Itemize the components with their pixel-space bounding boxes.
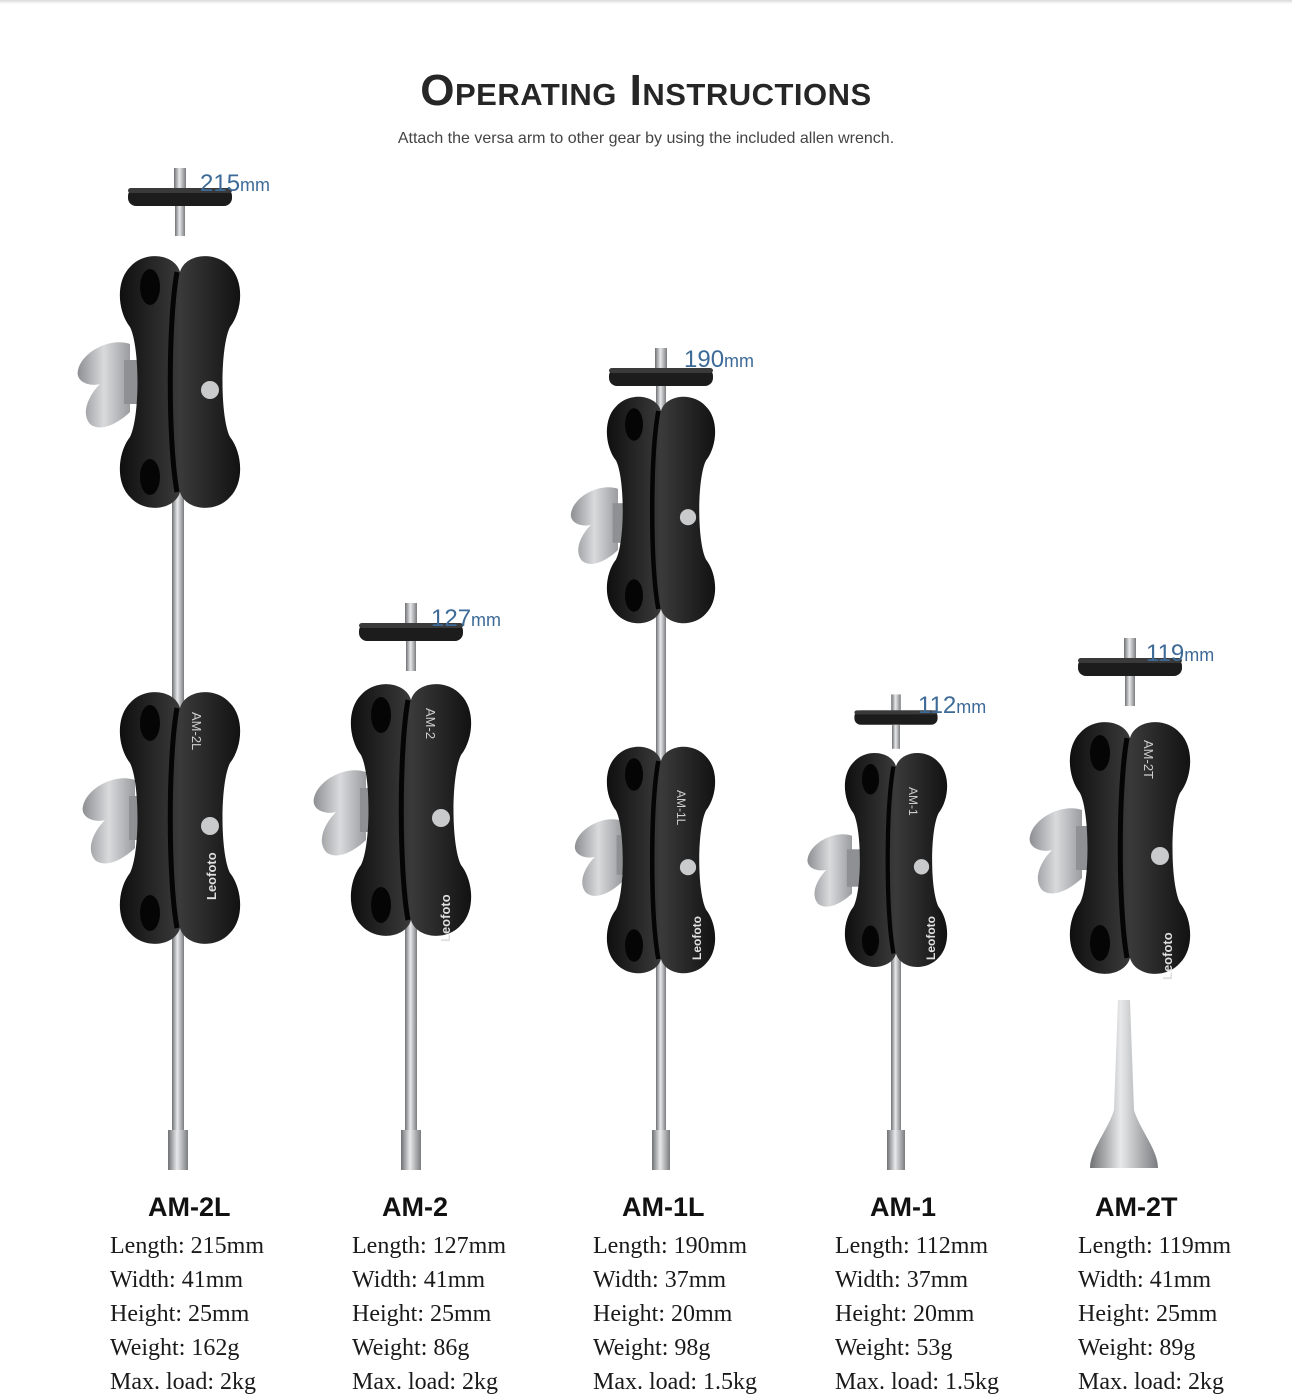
spec-length: Length: 190mm — [593, 1233, 747, 1259]
spec-width: Width: 37mm — [593, 1267, 727, 1293]
am-1-brand: Leofoto — [924, 916, 938, 960]
spec-height: Height: 20mm — [593, 1301, 733, 1327]
spec-width: Width: 37mm — [835, 1267, 969, 1293]
am-2t-specs: AM-2T Length: 119mm Width: 41mm Height: … — [1078, 1192, 1292, 1399]
spec-height: Height: 25mm — [352, 1301, 492, 1327]
am-2l-length-label: 215mm — [200, 170, 271, 197]
am-1l-illustration — [570, 348, 715, 1170]
spec-max-load: Max. load: 2kg — [1078, 1369, 1224, 1395]
model-name: AM-2T — [1095, 1192, 1178, 1222]
spec-width: Width: 41mm — [352, 1267, 486, 1293]
am-2-length-label: 127mm — [431, 605, 502, 632]
model-name: AM-1L — [622, 1192, 705, 1222]
am-1-specs: AM-1 Length: 112mm Width: 37mm Height: 2… — [835, 1192, 1075, 1399]
am-2-specs: AM-2 Length: 127mm Width: 41mm Height: 2… — [352, 1192, 592, 1399]
am-1-illustration — [807, 694, 947, 1170]
spec-max-load: Max. load: 2kg — [352, 1369, 498, 1395]
spec-weight: Weight: 162g — [110, 1335, 240, 1361]
am-2l-engraving: AM-2L — [189, 712, 204, 751]
spec-length: Length: 127mm — [352, 1233, 506, 1259]
page-title: Operating Instructions — [420, 66, 872, 115]
am-1-engraving: AM-1 — [906, 787, 920, 816]
spec-length: Length: 119mm — [1078, 1233, 1232, 1259]
am-1l-brand: Leofoto — [690, 916, 704, 960]
spec-max-load: Max. load: 1.5kg — [593, 1369, 757, 1395]
spec-width: Width: 41mm — [110, 1267, 244, 1293]
am-2t-illustration — [1029, 638, 1191, 1168]
spec-max-load: Max. load: 2kg — [110, 1369, 256, 1395]
spec-height: Height: 25mm — [1078, 1301, 1218, 1327]
page-subtitle: Attach the versa arm to other gear by us… — [397, 130, 895, 147]
am-1l-specs: AM-1L Length: 190mm Width: 37mm Height: … — [593, 1192, 833, 1399]
spec-weight: Weight: 86g — [352, 1335, 470, 1361]
am-1-length-label: 112mm — [918, 692, 987, 719]
am-1l-length-label: 190mm — [684, 346, 755, 373]
am-2l-illustration — [77, 168, 241, 1170]
spec-height: Height: 25mm — [110, 1301, 250, 1327]
am-2l-specs: AM-2L Length: 215mm Width: 41mm Height: … — [110, 1192, 350, 1399]
am-1l-engraving: AM-1L — [674, 790, 688, 826]
am-2t-length-label: 119mm — [1146, 640, 1215, 667]
spec-width: Width: 41mm — [1078, 1267, 1212, 1293]
spec-weight: Weight: 98g — [593, 1335, 711, 1361]
model-name: AM-2 — [382, 1192, 448, 1222]
spec-length: Length: 112mm — [835, 1233, 989, 1259]
spec-length: Length: 215mm — [110, 1233, 264, 1259]
am-2t-engraving: AM-2T — [1141, 740, 1156, 779]
am-2-illustration — [313, 603, 472, 1170]
spec-weight: Weight: 53g — [835, 1335, 953, 1361]
am-2t-brand: Leofoto — [1160, 932, 1175, 980]
am-2l-brand: Leofoto — [204, 852, 219, 900]
model-name: AM-2L — [148, 1192, 231, 1222]
am-2-brand: Leofoto — [438, 894, 453, 942]
spec-weight: Weight: 89g — [1078, 1335, 1196, 1361]
top-divider — [0, 0, 1292, 4]
spec-height: Height: 20mm — [835, 1301, 975, 1327]
am-2-engraving: AM-2 — [423, 708, 438, 740]
model-name: AM-1 — [870, 1192, 936, 1222]
spec-max-load: Max. load: 1.5kg — [835, 1369, 999, 1395]
